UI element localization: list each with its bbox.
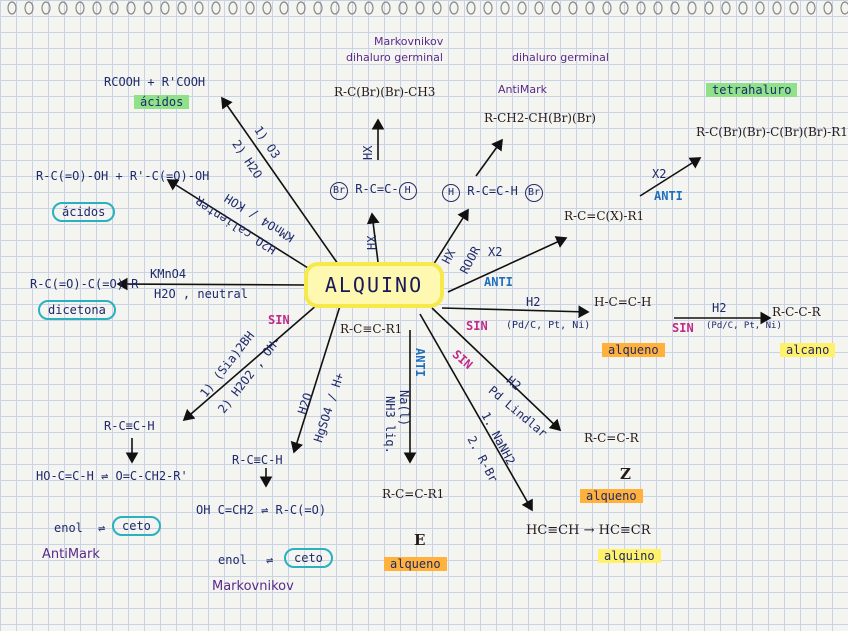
hx-markov-reagent: HX bbox=[362, 146, 375, 160]
arrow-kmno4-neutral bbox=[118, 284, 306, 285]
hx-anti-product: R-CH2-CH(Br)(Br) bbox=[484, 112, 596, 125]
hydroboration-substrate: R-C≡C-H bbox=[104, 420, 155, 433]
hx-markov-product: R-C(Br)(Br)-CH3 bbox=[334, 86, 435, 99]
kmno4-neutral-reagent: KMnO4 bbox=[150, 268, 186, 281]
hx-markov-subtitle: dihaluro germinal bbox=[346, 52, 443, 64]
hydrogenation-reagent: H2 bbox=[526, 296, 540, 309]
oxymercuration-eq: ⇌ bbox=[266, 554, 273, 567]
halogen-reagent: X2 bbox=[488, 246, 502, 259]
alkylation-label-wrap: alquino bbox=[598, 550, 661, 563]
halogen-product: R-C(Br)(Br)-C(Br)(Br)-R1 bbox=[696, 126, 848, 139]
hydrogenation-mode-2: SIN bbox=[672, 322, 694, 335]
alkylation-reaction: HC≡CH → HC≡CR bbox=[526, 524, 651, 538]
hydroboration-keto-wrap: ceto bbox=[112, 520, 161, 533]
hydrogenation-label: alqueno bbox=[602, 343, 665, 357]
br-circle-icon: Br bbox=[330, 182, 348, 200]
hydrogenation-alkene: H-C=C-H bbox=[594, 296, 651, 309]
halogen-reagent-2: X2 bbox=[652, 168, 666, 181]
alkane-structure: R-C-C-R bbox=[772, 306, 821, 319]
oxymercuration-rule: Markovnikov bbox=[212, 580, 294, 594]
diketone-structure: R-C(=O)-C(=O)-R bbox=[30, 278, 138, 291]
hydroboration-rule: AntiMark bbox=[42, 548, 100, 562]
hydrogenation-catalyst: (Pd/C, Pt, Ni) bbox=[506, 320, 590, 331]
hydroboration-keto: ceto bbox=[112, 516, 161, 536]
hydroboration-enol: enol bbox=[54, 522, 83, 535]
halogen-intermediate: R-C=C(X)-R1 bbox=[564, 210, 644, 223]
birch-reagent-2: NH3 liq. bbox=[383, 396, 396, 454]
hx-markov-reagent-2: HX bbox=[366, 236, 379, 250]
birch-label: alqueno bbox=[384, 557, 447, 571]
h-circle-icon: H bbox=[399, 182, 417, 200]
oxymercuration-enol: enol bbox=[218, 554, 247, 567]
kmno4-neutral-reagent-2: H2O , neutral bbox=[154, 288, 248, 301]
hx-anti-rule: AntiMark bbox=[498, 84, 547, 96]
center-substrate: R-C≡C-R1 bbox=[340, 323, 402, 336]
hx-markov-title: Markovnikov bbox=[374, 36, 443, 48]
br-circle-icon-2: Br bbox=[525, 184, 543, 202]
kmno4-hot-label: ácidos bbox=[52, 202, 115, 222]
lindlar-label: alqueno bbox=[580, 489, 643, 503]
ozonolysis-label-text: ácidos bbox=[134, 95, 189, 109]
arrow-hx-anti-2 bbox=[476, 140, 502, 176]
halogen-title: tetrahaluro bbox=[706, 83, 797, 97]
halogen-mode: ANTI bbox=[484, 276, 513, 289]
hydrogenation-catalyst-2: (Pd/C, Pt, Ni) bbox=[706, 322, 782, 332]
hx-markov-intermediate: Br R-C=C-H bbox=[330, 182, 417, 200]
birch-label-wrap: alqueno bbox=[384, 558, 447, 571]
birch-alkene: R-C=C-R1 bbox=[382, 488, 444, 501]
alkylation-label: alquino bbox=[598, 549, 661, 563]
alkane-label-wrap: alcano bbox=[780, 344, 835, 357]
arrow-hydrogenation bbox=[442, 308, 588, 312]
oxymercuration-substrate: R-C≡C-H bbox=[232, 454, 283, 467]
ozonolysis-products: RCOOH + R'COOH bbox=[104, 76, 205, 89]
center-alquino: ALQUINO bbox=[308, 266, 440, 304]
diketone-label-wrap: dicetona bbox=[38, 304, 116, 317]
oxymercuration-keto-wrap: ceto bbox=[284, 552, 333, 565]
hydrogenation-label-wrap: alqueno bbox=[602, 344, 665, 357]
h-circle-icon-2: H bbox=[442, 184, 460, 202]
kmno4-hot-products: R-C(=O)-OH + R'-C(=O)-OH bbox=[36, 170, 209, 183]
hx-anti-title: dihaluro germinal bbox=[512, 52, 609, 64]
lindlar-label-wrap: alqueno bbox=[580, 490, 643, 503]
hydrogenation-mode: SIN bbox=[466, 320, 488, 333]
hydroboration-eq: ⇌ bbox=[98, 522, 105, 535]
halogen-title-wrap: tetrahaluro bbox=[706, 84, 797, 97]
birch-isomer: E bbox=[414, 532, 425, 549]
hydrogenation-reagent-2: H2 bbox=[712, 302, 726, 315]
oxymercuration-enol-structure: OH C=CH2 ⇌ R-C(=O) bbox=[196, 504, 326, 517]
halogen-mode-2: ANTI bbox=[654, 190, 683, 203]
oxymercuration-keto: ceto bbox=[284, 548, 333, 568]
kmno4-hot-label-wrap: ácidos bbox=[52, 206, 115, 219]
alkane-label: alcano bbox=[780, 343, 835, 357]
lindlar-alkene: R-C=C-R bbox=[584, 432, 639, 445]
birch-reagent: Na(l) bbox=[397, 390, 410, 426]
diketone-label: dicetona bbox=[38, 300, 116, 320]
hydroboration-mode: SIN bbox=[268, 314, 290, 327]
lindlar-isomer: Z bbox=[620, 466, 631, 483]
hx-anti-intermediate: H R-C=C-H Br bbox=[442, 184, 543, 202]
hydroboration-enol-structure: HO-C=C-H ⇌ O=C-CH2-R' bbox=[36, 470, 188, 483]
ozonolysis-products-label: ácidos bbox=[134, 96, 189, 109]
birch-mode: ANTI bbox=[413, 348, 426, 377]
